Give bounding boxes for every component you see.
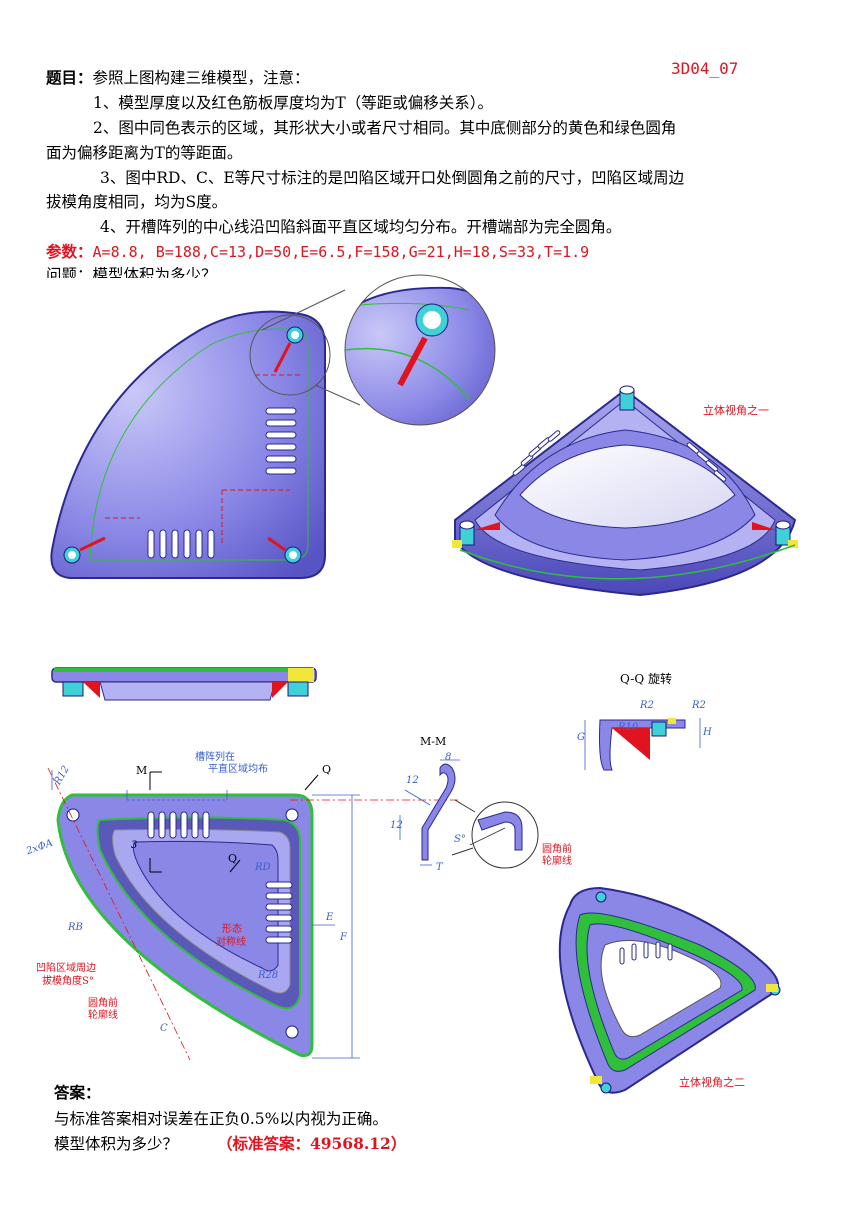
dim-r2b: R2 bbox=[692, 700, 706, 711]
dim-h: H bbox=[703, 727, 712, 738]
dim-e: E bbox=[326, 912, 334, 923]
draft-note-2: 拔模角度S° bbox=[42, 976, 94, 987]
note-3-line1: 3、图中RD、C、E等尺寸标注的是凹陷区域开口处倒圆角之前的尺寸，凹陷区域周边 bbox=[100, 169, 685, 187]
section-mark-m: M bbox=[136, 764, 148, 777]
params-line: 参数：A=8.8, B=188,C=13,D=50,E=6.5,F=158,G=… bbox=[46, 241, 589, 263]
slot-array-right bbox=[265, 407, 297, 475]
note-4: 4、开槽阵列的中心线沿凹陷斜面平直区域均匀分布。开槽端部为完全圆角。 bbox=[100, 218, 622, 236]
note-3-line2: 拔模角度相同，均为S度。 bbox=[46, 193, 228, 211]
zoom-circle-small bbox=[249, 314, 331, 396]
dim-twelve-b: 12 bbox=[390, 820, 403, 831]
section-qq bbox=[584, 718, 701, 771]
answer-question: 模型体积为多少？ bbox=[54, 1135, 179, 1153]
center-lines bbox=[105, 374, 300, 545]
dim-twelve-a: 12 bbox=[406, 775, 419, 786]
drawing-code: 3D04_07 bbox=[671, 59, 739, 78]
title-line: 题目：参照上图构建三维模型，注意： bbox=[46, 67, 310, 89]
detail-view-2 bbox=[451, 799, 539, 869]
section-mm-label: M-M bbox=[420, 735, 447, 748]
side-view bbox=[51, 667, 317, 701]
mount-holes bbox=[63, 326, 304, 564]
dim-s: S° bbox=[454, 834, 466, 845]
answer-value: （标准答案：49568.12） bbox=[216, 1134, 407, 1153]
dim-f: F bbox=[340, 932, 347, 943]
dim-rb: RB bbox=[68, 922, 83, 933]
section-qq-label: Q-Q 旋转 bbox=[620, 672, 672, 686]
iso-view-1 bbox=[452, 385, 798, 597]
fillet-note2-2: 轮廓线 bbox=[542, 856, 572, 867]
iso-view-2-label: 立体视角之二 bbox=[679, 1076, 745, 1089]
sym-line-1: 形态 bbox=[222, 924, 242, 935]
dim-eight: 8 bbox=[445, 752, 452, 763]
answer-line-2: 模型体积为多少？ （标准答案：49568.12） bbox=[54, 1133, 406, 1155]
ribs bbox=[79, 342, 292, 552]
title-label: 题目： bbox=[46, 68, 93, 87]
dim-top-view bbox=[47, 767, 460, 1061]
sym-line-2: 对称线 bbox=[216, 937, 246, 948]
section-mark-q2: Q bbox=[228, 852, 238, 865]
dim-g: G bbox=[577, 732, 585, 743]
note-2-line1: 2、图中同色表示的区域，其形状大小或者尺寸相同。其中底侧部分的黄色和绿色圆角 bbox=[93, 119, 677, 137]
dim-rd: RD bbox=[255, 862, 271, 873]
question-partial: 问题：模型体积为多少？ bbox=[46, 266, 217, 278]
dim-r10: R10 bbox=[618, 722, 639, 733]
params-label: 参数： bbox=[46, 242, 93, 261]
note-2-line2: 面为偏移距离为T的等距面。 bbox=[46, 144, 243, 162]
slot-array-bottom bbox=[147, 529, 215, 559]
dim-r28: R28 bbox=[258, 970, 279, 981]
note-1: 1、模型厚度以及红色筋板厚度均为T（等距或偏移关系）。 bbox=[93, 94, 493, 112]
iso-view-1-label: 立体视角之一 bbox=[703, 404, 769, 417]
fillet-note-2: 轮廓线 bbox=[88, 1010, 118, 1021]
answer-label: 答案： bbox=[54, 1083, 101, 1102]
section-mm bbox=[399, 759, 460, 866]
detail-view bbox=[261, 274, 496, 426]
dim-c: C bbox=[160, 1023, 168, 1034]
dim-r2: R2 bbox=[640, 700, 654, 711]
params-text: A=8.8, B=188,C=13,D=50,E=6.5,F=158,G=21,… bbox=[92, 243, 590, 261]
dim-t: T bbox=[436, 862, 443, 873]
fillet-note-1: 圆角前 bbox=[88, 998, 118, 1009]
dim-three: 3 bbox=[131, 840, 138, 851]
slot-note-1: 槽阵列在 bbox=[195, 752, 235, 763]
iso-view-2 bbox=[558, 886, 781, 1094]
section-mark-q: Q bbox=[322, 763, 332, 776]
title-text: 参照上图构建三维模型，注意： bbox=[92, 69, 310, 87]
top-view-main bbox=[50, 310, 331, 579]
draft-note-1: 凹陷区域周边 bbox=[36, 963, 96, 974]
fillet-note2-1: 圆角前 bbox=[542, 844, 572, 855]
answer-line-1: 与标准答案相对误差在正负0.5%以内视为正确。 bbox=[54, 1110, 388, 1128]
slot-note-2: 平直区域均布 bbox=[208, 764, 268, 775]
